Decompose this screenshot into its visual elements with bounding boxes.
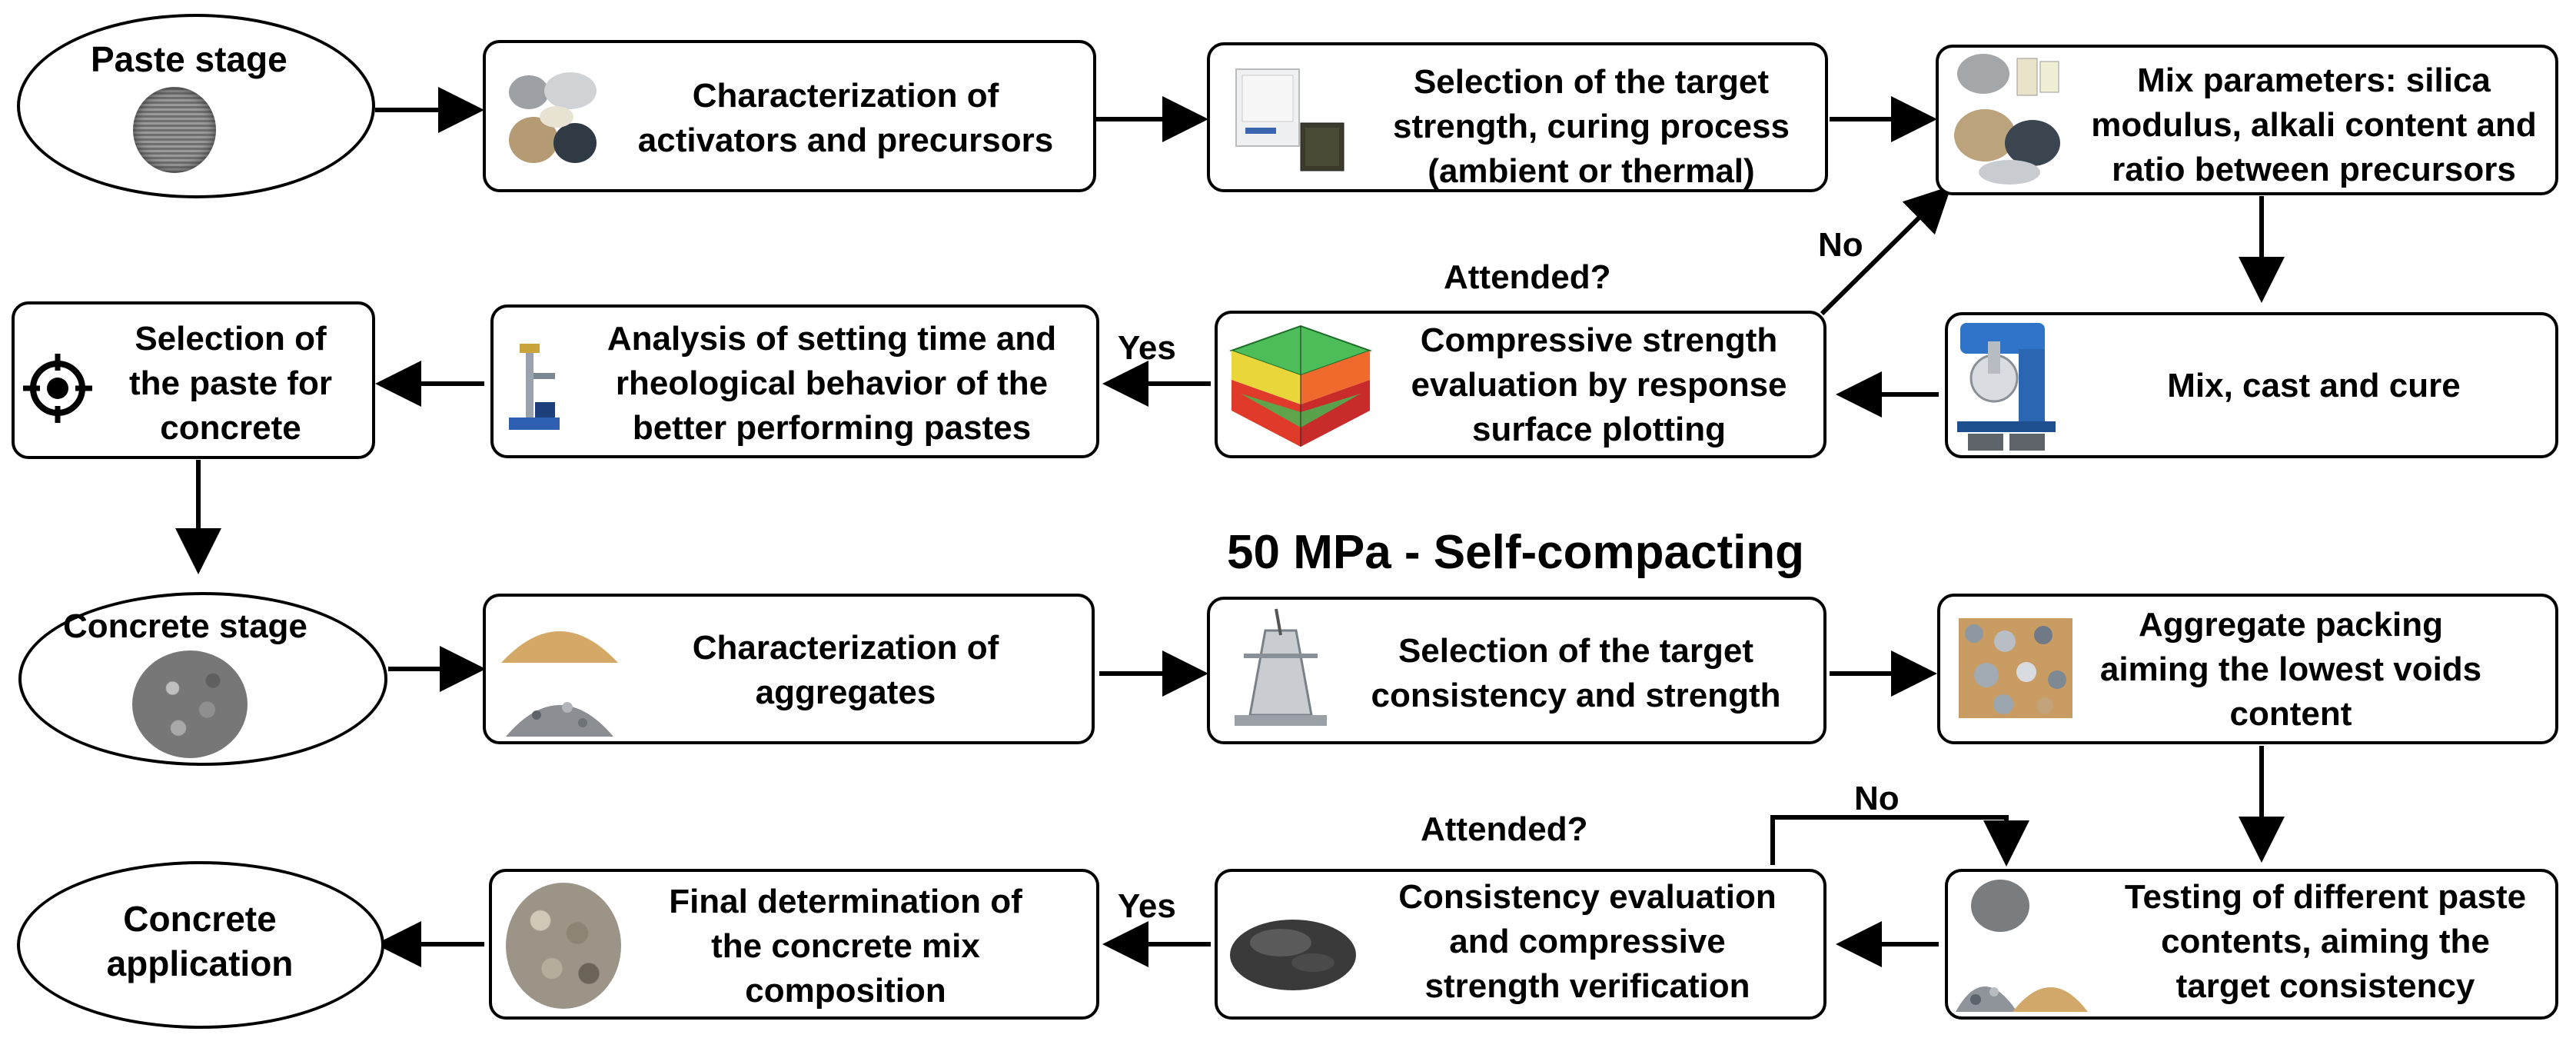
sand-gravel-icon xyxy=(498,607,621,738)
concrete-application-text: Concrete application xyxy=(106,899,294,983)
mix-powders-icon xyxy=(1953,51,2068,186)
response-surface-icon xyxy=(1225,320,1376,454)
concrete-no-label: No xyxy=(1854,780,1900,817)
paste-yes-label: Yes xyxy=(1118,329,1176,367)
concrete-blob-icon xyxy=(1227,909,1359,993)
paste-selection-text: Selection of the paste for concrete xyxy=(128,320,333,447)
aggregate-mix-icon xyxy=(1959,618,2072,718)
aggregates-box xyxy=(483,594,1095,744)
arrow-no-to-testing xyxy=(1770,815,2029,867)
target-icon xyxy=(23,354,92,423)
target-selection-text: Selection of the target strength, curing… xyxy=(1393,63,1790,190)
consistency-selection-text: Selection of the target consistency and … xyxy=(1371,632,1781,714)
mix-parameters-text: Mix parameters: silica modulus, alkali c… xyxy=(2091,62,2537,188)
mix-cast-cure-text: Mix, cast and cure xyxy=(2167,367,2461,404)
setting-analysis-box xyxy=(490,304,1099,458)
concrete-stage-label: Concrete stage xyxy=(63,607,307,645)
section-heading: 50 MPa - Self-compacting xyxy=(1227,526,1805,579)
aggregate-packing-text: Aggregate packing aiming the lowest void… xyxy=(2099,606,2482,733)
final-determination-text: Final determination of the concrete mix … xyxy=(669,883,1022,1010)
paste-no-label: No xyxy=(1818,226,1863,264)
concrete-core-icon xyxy=(132,650,248,758)
concrete-application-oval xyxy=(17,861,384,1029)
compressive-eval-text: Compressive strength evaluation by respo… xyxy=(1411,321,1787,448)
curing-oven-icon xyxy=(1235,68,1350,181)
characterization-box xyxy=(483,40,1096,192)
mixer-icon xyxy=(1953,318,2060,454)
setting-analysis-text: Analysis of setting time and rheological… xyxy=(607,320,1057,447)
powder-samples-icon xyxy=(507,69,600,171)
mix-cast-cure-box xyxy=(1945,312,2558,458)
paste-materials-icon xyxy=(1953,877,2091,1015)
paste-stage-label: Paste stage xyxy=(91,39,288,79)
paste-decision-label: Attended? xyxy=(1444,258,1611,296)
concrete-core-final-icon xyxy=(506,883,621,1009)
consistency-selection-box xyxy=(1207,597,1826,744)
consistency-eval-text: Consistency evaluation and compressive s… xyxy=(1398,878,1777,1005)
characterization-text: Characterization of activators and precu… xyxy=(637,77,1054,159)
paste-sample-icon xyxy=(133,87,216,173)
paste-testing-text: Testing of different paste contents, aim… xyxy=(2124,878,2527,1005)
aggregates-text: Characterization of aggregates xyxy=(692,629,999,711)
slump-cone-icon xyxy=(1230,607,1331,738)
arrow-no-to-mixparams xyxy=(1820,185,1952,316)
concrete-yes-label: Yes xyxy=(1118,887,1176,925)
vicat-apparatus-icon xyxy=(503,342,566,434)
paste-selection-box xyxy=(12,301,375,459)
concrete-decision-label: Attended? xyxy=(1421,810,1588,848)
